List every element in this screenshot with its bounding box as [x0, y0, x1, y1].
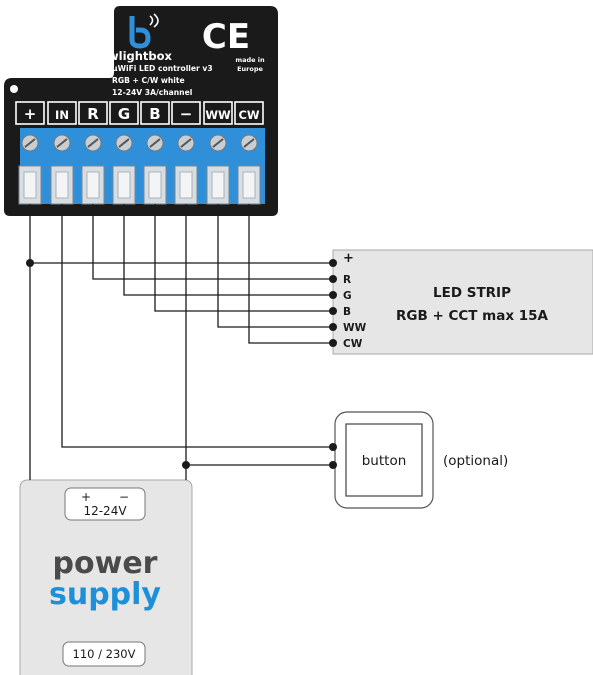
led-strip-title: LED STRIP	[433, 285, 511, 301]
power-supply: + − 12-24V power supply 110 / 230V	[19, 479, 193, 675]
input-voltage-label: 110 / 230V	[73, 647, 136, 661]
terminal-label-box	[47, 101, 77, 125]
strip-pin-label: WW	[343, 322, 367, 334]
screw-slot	[56, 138, 68, 148]
terminal-label-box	[78, 101, 108, 125]
wiring	[29, 204, 333, 480]
model-line-1: µWiFi LED controller v3	[112, 64, 213, 73]
wire-b	[154, 204, 333, 312]
button-label: button	[362, 453, 407, 469]
strip-pin-label: R	[343, 274, 351, 286]
power-supply-box	[19, 479, 193, 675]
wire-in-to-button	[61, 204, 333, 448]
led-strip-box	[332, 249, 593, 355]
origin-line-1: made in	[235, 56, 265, 64]
origin-line-2: Europe	[237, 65, 263, 73]
junction-button-in	[329, 443, 337, 451]
terminal-label-box	[140, 101, 170, 125]
terminal-socket-inner	[179, 171, 193, 199]
terminal-socket-inner	[55, 171, 69, 199]
output-minus-label: −	[119, 490, 129, 504]
output-voltage-label: 12-24V	[83, 504, 127, 518]
terminal-label: R	[87, 105, 99, 123]
output-terminal-frame	[64, 487, 146, 521]
screw-slot	[87, 138, 99, 148]
strip-pin-label: +	[343, 251, 354, 266]
ce-mark: CE	[202, 17, 250, 57]
strip-pin-label: G	[343, 290, 352, 302]
button-inner-frame	[345, 423, 423, 497]
wire-junctions	[26, 259, 337, 469]
screw-slot	[24, 138, 36, 148]
terminal-labels: + IN R G B −WW CW	[15, 101, 264, 125]
terminal-label-box	[15, 101, 45, 125]
controller: wlightbox CE made in Europe µWiFi LED co…	[4, 6, 278, 216]
terminal-socket-inner	[86, 171, 100, 199]
terminal-socket-inner	[23, 171, 37, 199]
model-line-3: 12-24V 3A/channel	[112, 88, 192, 97]
junction-minus	[182, 461, 190, 469]
input-terminal-frame	[62, 641, 146, 667]
wire-g	[123, 204, 333, 296]
terminal-label: CW	[238, 108, 259, 122]
output-plus-label: +	[81, 490, 91, 504]
screw-slot	[243, 138, 255, 148]
terminal-socket-inner	[148, 171, 162, 199]
led-strip-subtitle: RGB + CCT max 15A	[396, 308, 549, 324]
terminal-label-box	[109, 101, 139, 125]
terminal-label-box	[234, 101, 264, 125]
screw-slot	[149, 138, 161, 148]
screw-slot	[180, 138, 192, 148]
terminal-label: G	[118, 105, 130, 123]
terminal-label: WW	[205, 108, 231, 122]
led-strip: LED STRIP RGB + CCT max 15A + RGB WW CW	[329, 249, 593, 355]
model-line-2: RGB + C/W white	[112, 76, 185, 85]
brand-name: wlightbox	[108, 49, 173, 63]
terminal-label-box	[171, 101, 201, 125]
wire-r	[92, 204, 333, 280]
junction-button-minus	[329, 461, 337, 469]
strip-pin-label: B	[343, 306, 351, 318]
strip-pin-label: CW	[343, 338, 363, 350]
terminal-socket-inner	[242, 171, 256, 199]
wire-ww	[217, 204, 333, 328]
terminal-socket-inner	[211, 171, 225, 199]
junction-plus	[26, 259, 34, 267]
button-switch: button (optional)	[334, 411, 508, 509]
terminal-label: −	[180, 105, 193, 123]
wire-cw	[248, 204, 333, 344]
terminal-label: +	[24, 105, 37, 123]
terminal-label: IN	[55, 108, 69, 122]
mounting-hole	[10, 85, 18, 93]
screw-slot	[212, 138, 224, 148]
terminal-label-box	[203, 101, 233, 125]
terminal-label: B	[149, 105, 160, 123]
terminal-socket-inner	[117, 171, 131, 199]
screw-slot	[118, 138, 130, 148]
supply-word: supply	[49, 577, 161, 612]
power-word: power	[53, 546, 158, 581]
button-optional-note: (optional)	[443, 453, 508, 469]
brand-logo	[129, 13, 159, 49]
